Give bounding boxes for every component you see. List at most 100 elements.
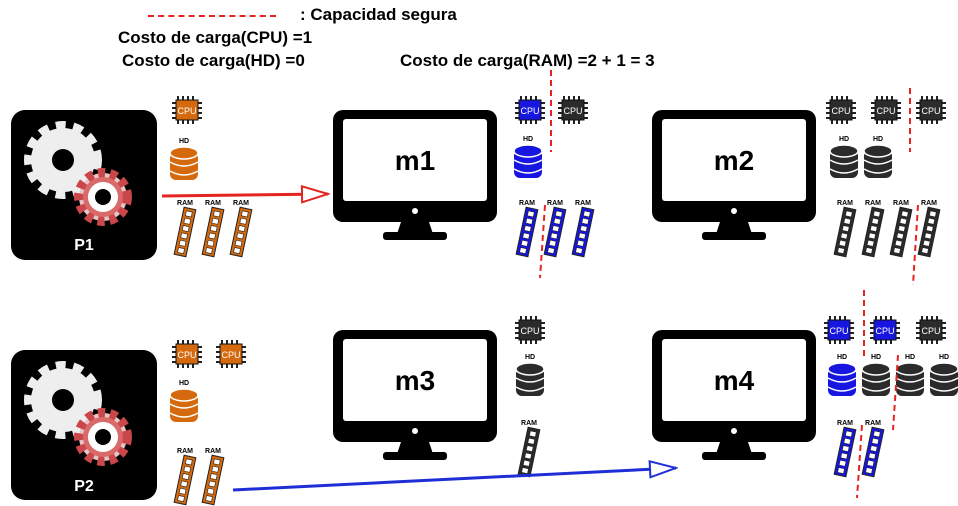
m4-resources: CPU CPU CPU HD HD HD HD RAM RAM [824,316,958,478]
cpu-icon: CPU [826,96,856,124]
safe-line-m2-ram [912,204,919,286]
process-label: P1 [74,237,94,254]
ram-icon: RAM [517,420,541,478]
cpu-icon: CPU [824,316,854,344]
ram-icon: RAM [543,200,567,258]
safe-capacity-legend-line [148,15,276,17]
cpu-label: CPU [177,350,196,360]
hd-label: HD [939,354,949,361]
ram-icon: RAM [833,420,857,478]
monitor-m3: m3 [333,330,497,460]
m2-resources: CPU CPU CPU HD HD RAM RAM RAM RAM [826,96,946,258]
ram-label: RAM [205,200,221,207]
ram-label: RAM [519,200,535,207]
cpu-icon: CPU [172,340,202,368]
cpu-icon: CPU [515,316,545,344]
cost-ram-text: Costo de carga(RAM) =2 + 1 = 3 [400,51,655,70]
machine-label: m4 [714,365,755,396]
ram-label: RAM [177,448,193,455]
ram-label: RAM [575,200,591,207]
cpu-icon: CPU [515,96,545,124]
assign-arrow-p2-m4 [232,468,676,492]
ram-label: RAM [893,200,909,207]
hd-icon: HD [169,138,199,180]
ram-label: RAM [521,420,537,427]
machine-label: m3 [395,365,435,396]
ram-icon: RAM [571,200,595,258]
hd-label: HD [525,354,535,361]
p2-resources: CPU CPU HD RAM RAM [169,340,246,506]
hd-icon: HD [829,136,859,178]
ram-label: RAM [233,200,249,207]
ram-icon: RAM [515,200,539,258]
hd-icon: HD [515,354,545,396]
process-p1: P1 [11,110,157,260]
safe-line-m4-ram [856,424,863,499]
p1-resources: CPU HD RAM RAM RAM [169,96,253,258]
cpu-icon: CPU [916,96,946,124]
components-layer: CPU HD RAM RAM RAM CPU CPU HD RAM RAM CPU CPU HD RAM R… [169,96,958,506]
cpu-label: CPU [876,106,895,116]
cpu-label: CPU [875,326,894,336]
cpu-icon: CPU [172,96,202,124]
m3-resources: CPU HD RAM [515,316,545,478]
ram-icon: RAM [201,200,225,258]
hd-label: HD [837,354,847,361]
ram-icon: RAM [229,200,253,258]
monitor-m4: m4 [652,330,816,460]
gears-icon [24,121,132,226]
hd-icon: HD [169,380,199,422]
machine-label: m1 [395,145,435,176]
hd-label: HD [179,138,189,145]
ram-icon: RAM [173,448,197,506]
safe-line-m4-hd [892,354,899,431]
hd-label: HD [179,380,189,387]
cpu-label: CPU [520,326,539,336]
ram-icon: RAM [201,448,225,506]
cpu-icon: CPU [870,316,900,344]
monitors-layer: m1 m2 m3 m4 [333,110,816,460]
hd-label: HD [871,354,881,361]
hd-icon: HD [861,354,891,396]
ram-label: RAM [921,200,937,207]
ram-icon: RAM [889,200,913,258]
cpu-icon: CPU [871,96,901,124]
hd-icon: HD [929,354,958,396]
cpu-label: CPU [921,106,940,116]
gears-icon [24,361,132,466]
cpu-label: CPU [221,350,240,360]
hd-label: HD [839,136,849,143]
ram-label: RAM [865,200,881,207]
cpu-label: CPU [921,326,940,336]
cost-cpu-text: Costo de carga(CPU) =1 [118,28,313,47]
hd-label: HD [905,354,915,361]
hd-label: HD [873,136,883,143]
ram-label: RAM [177,200,193,207]
cpu-label: CPU [831,106,850,116]
ram-icon: RAM [173,200,197,258]
cpu-label: CPU [829,326,848,336]
process-p2: P2 [11,350,157,500]
hd-icon: HD [895,354,925,396]
safe-capacity-lines [539,70,919,499]
ram-icon: RAM [917,200,941,258]
legend-text: : Capacidad segura [300,5,457,24]
safe-line-m1-ram [539,204,546,279]
ram-icon: RAM [861,420,885,478]
hd-icon: HD [827,354,857,396]
ram-label: RAM [547,200,563,207]
ram-icon: RAM [833,200,857,258]
ram-label: RAM [837,420,853,427]
cpu-icon: CPU [216,340,246,368]
assign-arrow-p1-m1 [161,194,328,196]
monitor-m2: m2 [652,110,816,240]
hd-icon: HD [513,136,543,178]
hd-icon: HD [863,136,893,178]
cpu-label: CPU [177,106,196,116]
cost-hd-text: Costo de carga(HD) =0 [122,51,305,70]
hd-label: HD [523,136,533,143]
ram-label: RAM [837,200,853,207]
